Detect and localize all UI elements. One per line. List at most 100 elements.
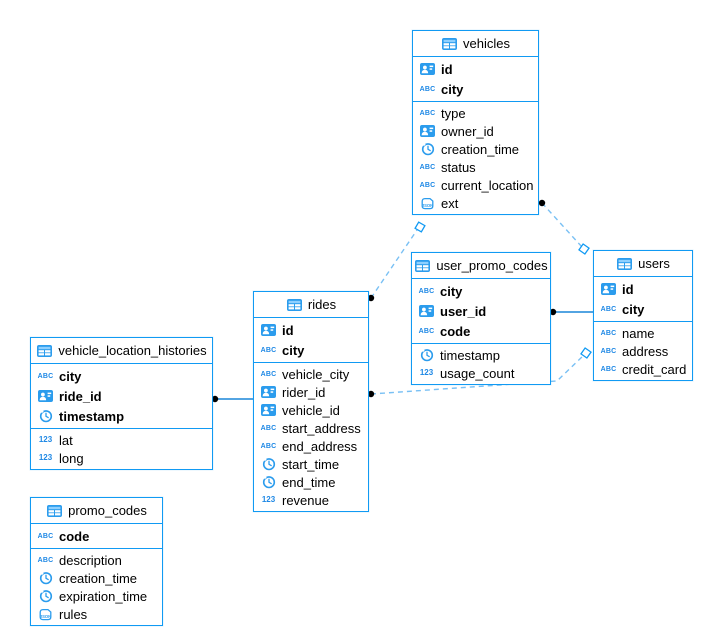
column-row: ABC city (31, 366, 212, 386)
columns-section: 123 lat 123 long (31, 429, 212, 469)
abc-icon: ABC (419, 85, 436, 93)
abc-icon: ABC (260, 442, 277, 450)
table-name: users (638, 256, 670, 271)
column-name: code (59, 528, 90, 544)
column-name: expiration_time (59, 588, 148, 604)
column-name: start_time (282, 456, 340, 472)
column-name: ride_id (59, 388, 102, 404)
column-name: revenue (282, 492, 329, 508)
column-row: ABC end_address (254, 437, 368, 455)
column-name: status (441, 159, 476, 175)
column-name: type (441, 105, 466, 121)
relationship-line (541, 202, 583, 248)
table-header[interactable]: vehicles (413, 31, 538, 57)
table-header[interactable]: user_promo_codes (412, 253, 550, 279)
column-name: end_address (282, 438, 358, 454)
abc-icon: ABC (260, 424, 277, 432)
table-name: user_promo_codes (436, 258, 548, 273)
column-name: vehicle_id (282, 402, 340, 418)
clock-icon (260, 457, 277, 471)
num-icon: 123 (38, 435, 53, 444)
abc-icon: ABC (37, 372, 54, 380)
cardinality-diamond (580, 347, 592, 359)
abc-icon: ABC (600, 365, 617, 373)
clock-icon (37, 409, 54, 423)
table-header[interactable]: rides (254, 292, 368, 318)
id-icon (418, 305, 435, 317)
abc-icon: ABC (600, 347, 617, 355)
json-icon: JSON (37, 608, 54, 621)
column-name: creation_time (441, 141, 520, 157)
id-icon (419, 63, 436, 75)
table-icon (36, 344, 53, 357)
column-name: city (59, 368, 82, 384)
column-name: code (440, 323, 471, 339)
column-row: id (254, 320, 368, 340)
column-name: user_id (440, 303, 487, 319)
table-icon (441, 37, 458, 50)
column-row: ABC status (413, 158, 538, 176)
cardinality-diamond (414, 221, 426, 233)
column-name: description (59, 552, 122, 568)
column-name: owner_id (441, 123, 494, 139)
abc-icon: ABC (419, 163, 436, 171)
column-row: timestamp (31, 406, 212, 426)
column-name: city (282, 342, 305, 358)
id-icon (260, 324, 277, 336)
column-name: lat (59, 432, 73, 448)
column-row: id (594, 279, 692, 299)
table-icon (414, 259, 431, 272)
abc-icon: ABC (600, 305, 617, 313)
primary-key-section: ABC city ride_id timestamp (31, 364, 212, 429)
json-icon: JSON (419, 197, 436, 210)
id-icon (600, 283, 617, 295)
table-icon (46, 504, 63, 517)
clock-icon (260, 475, 277, 489)
column-row: user_id (412, 301, 550, 321)
table-icon (616, 257, 633, 270)
table-header[interactable]: users (594, 251, 692, 277)
table-name: vehicles (463, 36, 510, 51)
column-row: timestamp (412, 346, 550, 364)
num-icon: 123 (38, 453, 53, 462)
abc-icon: ABC (419, 109, 436, 117)
table-name: promo_codes (68, 503, 147, 518)
table-header[interactable]: vehicle_location_histories (31, 338, 212, 364)
table-header[interactable]: promo_codes (31, 498, 162, 524)
column-row: end_time (254, 473, 368, 491)
table-name: vehicle_location_histories (58, 343, 207, 358)
column-name: city (440, 283, 463, 299)
column-row: owner_id (413, 122, 538, 140)
column-name: long (59, 450, 84, 466)
column-name: end_time (282, 474, 336, 490)
column-row: vehicle_id (254, 401, 368, 419)
clock-icon (418, 348, 435, 362)
clock-icon (37, 571, 54, 585)
abc-icon: ABC (260, 370, 277, 378)
